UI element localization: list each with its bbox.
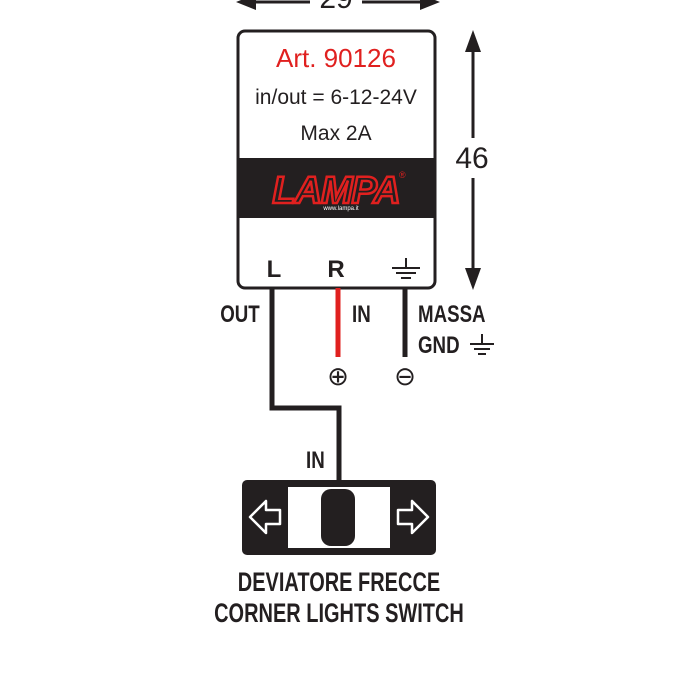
height-label: 46 bbox=[455, 142, 488, 175]
voltage-spec: in/out = 6-12-24V bbox=[255, 86, 417, 109]
height-dimension: 46 bbox=[450, 30, 496, 290]
out-label: OUT bbox=[220, 301, 260, 328]
brand-registered-mark: ® bbox=[399, 170, 406, 180]
max-current-spec: Max 2A bbox=[300, 122, 371, 145]
width-label: 29 bbox=[319, 0, 352, 15]
negative-terminal-icon: ⊖ bbox=[394, 362, 416, 392]
article-number: Art. 90126 bbox=[276, 43, 396, 73]
switch-caption-italian: DEVIATORE FRECCE bbox=[238, 567, 440, 598]
in-label: IN bbox=[352, 301, 371, 328]
right-arrow-icon bbox=[396, 499, 430, 535]
massa-label: MASSA bbox=[418, 301, 486, 328]
terminal-ground-icon bbox=[392, 258, 420, 279]
corner-lights-switch bbox=[242, 480, 436, 555]
flasher-module: Art. 90126 in/out = 6-12-24V Max 2A LAMP… bbox=[236, 29, 437, 290]
terminal-l-label: L bbox=[267, 256, 282, 283]
brand-website: www.lampa.it bbox=[322, 206, 359, 212]
out-wire bbox=[269, 288, 342, 480]
switch-in-label: IN bbox=[306, 447, 325, 474]
positive-terminal-icon: ⊕ bbox=[327, 362, 349, 392]
wires bbox=[269, 288, 408, 480]
lampa-logo: LAMPA ® www.lampa.it bbox=[271, 169, 406, 214]
gnd-ground-icon bbox=[470, 334, 494, 355]
left-arrow-icon bbox=[248, 499, 282, 535]
brand-name: LAMPA bbox=[272, 170, 399, 212]
gnd-label: GND bbox=[418, 332, 460, 359]
switch-caption-english: CORNER LIGHTS SWITCH bbox=[214, 598, 464, 629]
terminal-r-label: R bbox=[327, 256, 344, 283]
width-dimension: 29 bbox=[236, 0, 440, 15]
switch-toggle bbox=[321, 489, 355, 546]
